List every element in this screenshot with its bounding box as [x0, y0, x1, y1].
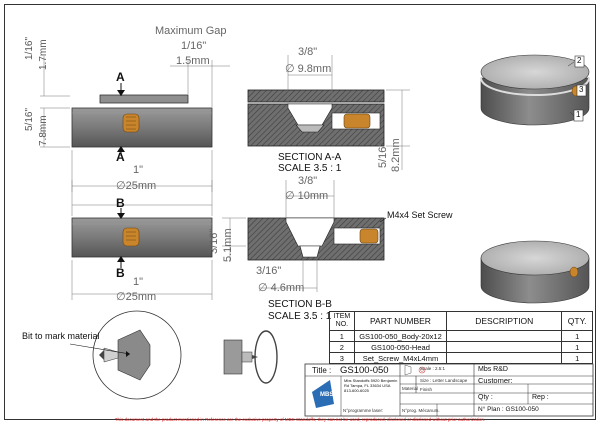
balloon-1: 1 — [576, 110, 581, 119]
section-b-bottom-letter: B — [116, 266, 125, 280]
title-block-frame — [304, 363, 594, 417]
iso-view-assembled — [480, 54, 590, 126]
vert-tall-mm: 7.8mm — [38, 115, 49, 146]
qty-label: Qty : — [478, 394, 493, 401]
bom-cell-description — [446, 341, 563, 353]
bit-detail — [69, 310, 278, 400]
bom-cell-part: GS100-050-Head — [353, 341, 448, 353]
table-row: 3 Set_Screw_M4xL4mm 1 — [329, 352, 593, 364]
programme-label: N°programme laser: — [343, 408, 384, 413]
company-name: Mbs R&D — [478, 366, 508, 373]
dia-bot-mm: ∅25mm — [116, 291, 157, 303]
section-b-top-letter: B — [116, 196, 125, 210]
side-view-top — [40, 56, 230, 192]
section-a-bottom-letter: A — [116, 150, 125, 164]
section-a-scale: SCALE 3.5 : 1 — [278, 163, 342, 174]
bom-cell-qty: 1 — [561, 330, 593, 342]
height-b-mm: 5.1mm — [222, 228, 234, 262]
company-address: Mbs Standoffs 5920 Benjamin Rd Tampa, FL… — [344, 378, 398, 393]
balloon-3: 3 — [579, 85, 584, 94]
bom-header-row: ITEM NO. PART NUMBER DESCRIPTION QTY. — [329, 311, 593, 331]
bom-cell-description — [446, 330, 563, 342]
sec-b-bottom-mm: ∅ 4.6mm — [258, 282, 305, 294]
dia-bot-in: 1" — [133, 276, 144, 288]
bom-header-item: ITEM NO. — [329, 311, 355, 331]
bit-to-mark-label: Bit to mark material — [22, 331, 100, 341]
dia-top-mm: ∅25mm — [116, 180, 157, 192]
vert-tall-in: 5/16" — [24, 107, 35, 131]
section-b-scale: SCALE 3.5 : 1 — [268, 311, 332, 322]
finish-label: Finish — [420, 387, 433, 392]
table-row: 1 GS100-050_Body-20x12 1 — [329, 330, 593, 342]
rep-label: Rep : — [532, 394, 549, 401]
bom-header-description: DESCRIPTION — [446, 311, 563, 331]
sec-a-hole-mm: ∅ 9.8mm — [285, 63, 332, 75]
vert-small-in: 1/16" — [24, 36, 35, 60]
bom-cell-part: Set_Screw_M4xL4mm — [353, 352, 448, 364]
scale-label: Scale : 2.5:1 — [420, 366, 446, 371]
sec-b-hole-mm: ∅ 10mm — [285, 190, 329, 202]
section-a-a-view — [247, 55, 410, 170]
company-logo: MBS — [320, 392, 334, 398]
title-label: Title : — [312, 366, 332, 375]
section-a-title: SECTION A-A — [278, 152, 342, 163]
sec-a-right-in: 5/16" — [377, 142, 389, 168]
size-label: Size : Letter Landscape — [420, 378, 468, 383]
footer-note: This document and the product mentioned … — [114, 417, 486, 422]
balloons — [573, 55, 587, 122]
set-screw-callout: M4x4 Set Screw — [387, 210, 453, 220]
prog-mecanum-label: N°prog. Mécanum. — [402, 408, 440, 413]
section-a-top-letter: A — [116, 70, 125, 84]
bom-cell-item: 1 — [329, 330, 355, 342]
sec-b-hole-in: 3/8" — [298, 175, 318, 187]
sec-a-right-mm: 8.2mm — [390, 138, 402, 172]
section-b-b-view — [222, 180, 387, 292]
side-view-body — [71, 180, 213, 300]
bom-header-qty: QTY. — [561, 311, 593, 331]
gap-inch: 1/16" — [181, 40, 207, 52]
dia-top-in: 1" — [133, 164, 144, 176]
customer-label: Customer: — [478, 376, 513, 385]
section-b-title: SECTION B-B — [268, 299, 332, 310]
gap-mm: 1.5mm — [176, 55, 210, 67]
bom-cell-part: GS100-050_Body-20x12 — [353, 330, 448, 342]
bom-cell-qty: 1 — [561, 341, 593, 353]
sec-a-hole-in: 3/8" — [298, 46, 318, 58]
bom-cell-item: 3 — [329, 352, 355, 364]
title-value: GS100-050 — [340, 365, 389, 376]
vert-small-mm: 1.7mm — [38, 39, 49, 70]
bom-cell-qty: 1 — [561, 352, 593, 364]
bill-of-materials: ITEM NO. PART NUMBER DESCRIPTION QTY. 1 … — [329, 311, 593, 364]
maximum-gap-label: Maximum Gap — [155, 25, 227, 37]
plan-number: N° Plan : GS100-050 — [478, 406, 539, 413]
bom-cell-description — [446, 352, 563, 364]
bom-header-part: PART NUMBER — [353, 311, 448, 331]
iso-view-body — [480, 240, 590, 304]
balloon-2: 2 — [577, 56, 582, 65]
table-row: 2 GS100-050-Head 1 — [329, 341, 593, 353]
height-b-in: 3/16" — [208, 228, 220, 254]
sec-b-bottom-in: 3/16" — [256, 265, 282, 277]
material-label: Material — [402, 386, 419, 391]
bom-cell-item: 2 — [329, 341, 355, 353]
